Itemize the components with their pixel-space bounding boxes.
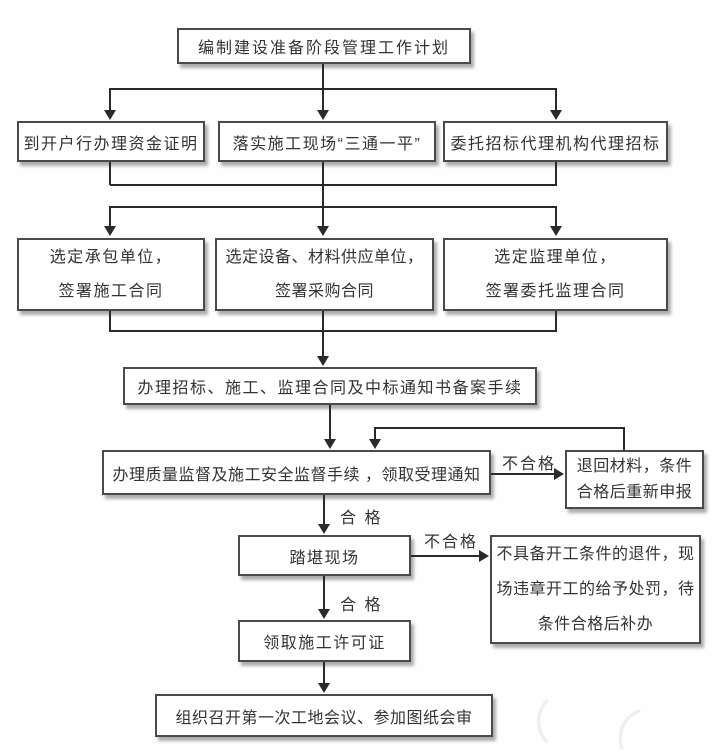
connector-loop-right <box>623 427 625 450</box>
arrow-fail-to-penalty-icon <box>479 550 489 562</box>
connector-contractor-down <box>109 311 111 332</box>
arrow-to-supervisor-icon <box>550 226 562 236</box>
connector-to-fund <box>109 88 111 112</box>
connector-to-contractor <box>109 206 111 228</box>
arrow-to-permit-icon <box>318 609 330 619</box>
node-first-meeting: 组织召开第一次工地会议、参加图纸会审 <box>155 694 493 737</box>
connector-bus-row2 <box>110 88 557 90</box>
connector-fund-down <box>109 162 111 185</box>
connector-collector-bus <box>110 184 557 186</box>
node-fund-certificate: 到开户行办理资金证明 <box>17 121 205 162</box>
node-permit: 领取施工许可证 <box>238 620 411 662</box>
connector-plan-stem <box>322 64 324 89</box>
connector-center-spine <box>322 162 324 208</box>
arrow-loop-return-icon <box>369 439 381 449</box>
connector-fail-to-return <box>491 473 555 475</box>
node-site-prep: 落实施工现场“三通一平” <box>218 121 436 162</box>
connector-loop-top <box>375 427 625 429</box>
connector-to-supervision <box>329 405 331 441</box>
watermark: （（ <box>505 689 645 756</box>
node-supervisor: 选定监理单位， 签署委托监理合同 <box>443 238 668 311</box>
connector-to-supplier <box>322 206 324 228</box>
connector-loop-left <box>374 427 376 440</box>
connector-fail-to-penalty <box>411 555 479 557</box>
node-supplier: 选定设备、材料供应单位， 签署采购合同 <box>215 238 434 311</box>
connector-to-site-visit <box>323 495 325 525</box>
arrow-to-meeting-icon <box>318 683 330 693</box>
arrow-to-record-icon <box>317 356 329 366</box>
arrow-to-site-visit-icon <box>318 524 330 534</box>
edge-label-pass-supervision: 合 格 <box>340 510 383 527</box>
connector-to-permit <box>323 576 325 610</box>
arrow-to-supervision-icon <box>324 439 336 449</box>
arrow-to-agency-icon <box>550 110 562 120</box>
arrow-to-contractor-icon <box>104 226 116 236</box>
arrow-fail-to-return-icon <box>554 468 564 480</box>
node-penalty: 不具备开工条件的退件，现 场违章开工的给予处罚，待 条件合格后补办 <box>490 535 701 644</box>
edge-label-fail-supervision: 不合格 <box>502 456 557 473</box>
connector-to-supervisor <box>555 206 557 228</box>
connector-to-meeting <box>323 662 325 684</box>
node-plan: 编制建设准备阶段管理工作计划 <box>177 28 471 64</box>
connector-to-agency <box>555 88 557 112</box>
node-record-filing: 办理招标、施工、监理合同及中标通知书备案手续 <box>123 367 537 405</box>
arrow-to-fund-icon <box>104 110 116 120</box>
node-return-materials: 退回材料，条件 合格后重新申报 <box>565 450 704 509</box>
connector-to-site-prep <box>322 88 324 112</box>
connector-distributor-bus <box>110 206 557 208</box>
connector-merge-bus <box>110 330 557 332</box>
node-bidding-agency: 委托招标代理机构代理招标 <box>443 121 668 162</box>
edge-label-fail-site-visit: 不合格 <box>424 534 479 551</box>
node-site-visit: 踏堪现场 <box>238 535 411 576</box>
connector-agency-down <box>555 162 557 185</box>
node-contractor: 选定承包单位， 签署施工合同 <box>17 238 205 311</box>
arrow-to-site-prep-icon <box>317 110 329 120</box>
connector-supervisor-down <box>555 311 557 332</box>
arrow-to-supplier-icon <box>317 226 329 236</box>
node-supervision-formalities: 办理质量监督及施工安全监督手续 ，领取受理通知 <box>102 450 491 495</box>
edge-label-pass-site-visit: 合 格 <box>340 597 383 614</box>
connector-to-record <box>322 311 324 358</box>
